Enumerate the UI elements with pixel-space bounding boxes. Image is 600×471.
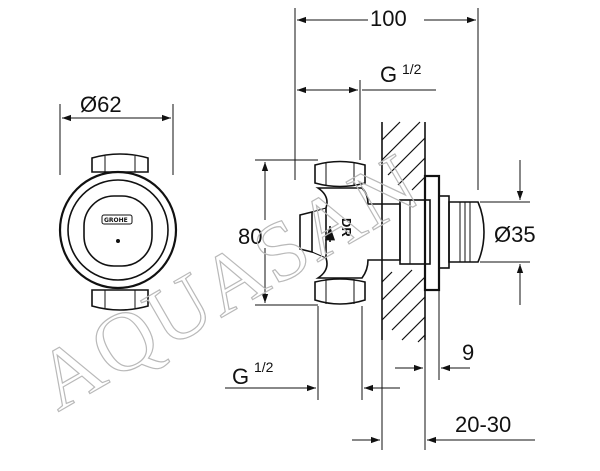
front-view: Ø62 GROHE [58,92,178,311]
side-main-body [315,187,401,279]
offset-9-label: 9 [462,340,474,365]
brand-logo [101,214,133,225]
front-outer-ring [58,170,178,290]
wall-hatching [381,121,426,343]
height-80-label: 80 [238,224,262,249]
front-bottom-nut [91,289,149,311]
length-100-label: 100 [370,6,407,31]
push-cap [448,201,485,263]
body-marking-dr: DR [339,218,354,237]
diameter-35-label: Ø35 [494,222,536,247]
thread-top-fraction: 1/2 [402,61,422,77]
side-view: 100 G 1/2 80 [225,2,536,450]
front-top-nut [91,153,149,173]
diameter-62-label: Ø62 [80,92,122,117]
watermark-text: AQUASAN [21,136,435,429]
front-cap [83,195,153,267]
thread-bottom-fraction: 1/2 [254,359,274,375]
thread-bottom-label: G [232,364,249,389]
front-indicator-dot [116,239,120,243]
side-top-nut [314,160,366,188]
wall-range-label: 20-30 [455,412,511,437]
thread-top-label: G [380,62,397,87]
valve-body: DR [299,160,431,305]
side-sleeve [399,199,431,265]
cap-collar [438,195,450,269]
cover-flange [423,174,441,292]
side-bottom-nut [314,278,366,305]
brand-logo-text: GROHE [104,217,128,224]
